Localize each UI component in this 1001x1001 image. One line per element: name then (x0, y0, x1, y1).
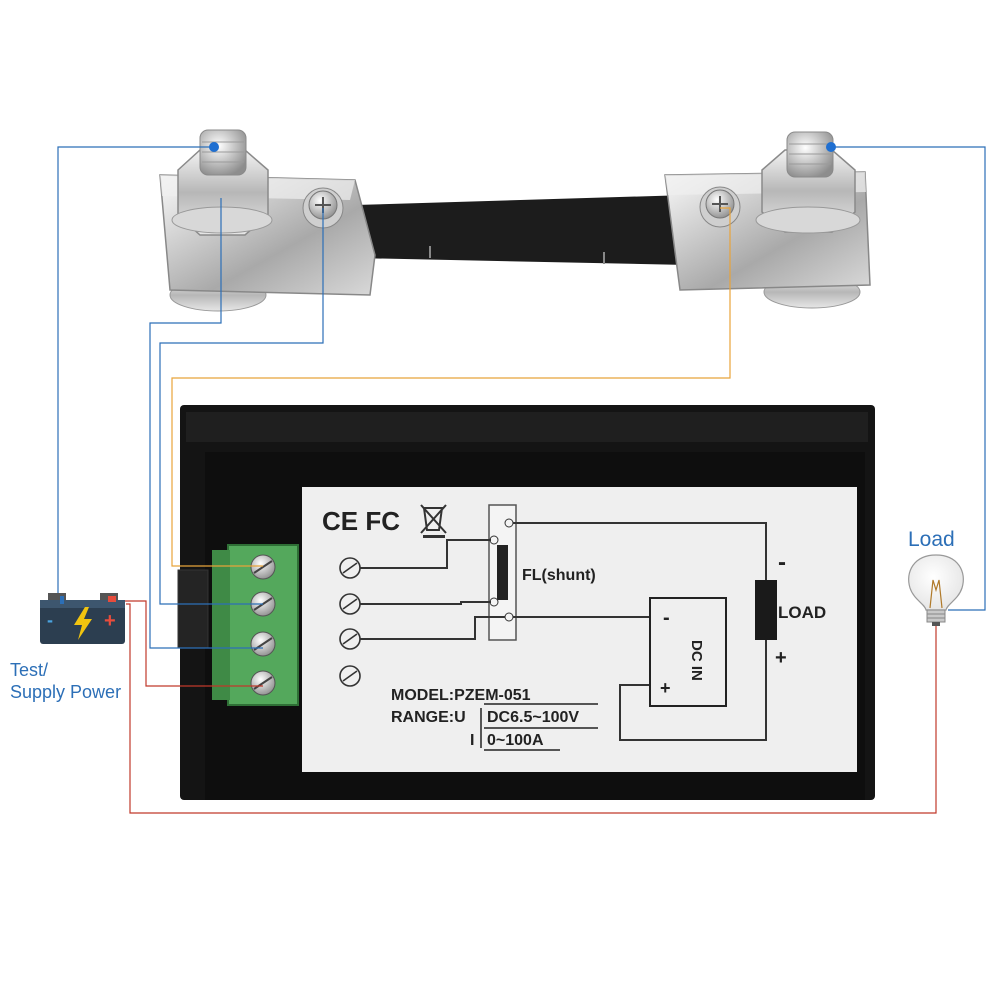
dc-in-minus-sign: - (663, 607, 670, 629)
power-label-line-1: Test/ (10, 660, 49, 680)
external-wires (57, 146, 986, 814)
range-current-prefix: I (470, 732, 474, 749)
meter-side-clip (177, 569, 209, 649)
wire-blue-bolt-to-load (831, 146, 986, 611)
dc-in-box (649, 597, 727, 707)
load-label: Load (908, 528, 955, 551)
load-resistor-symbol (755, 580, 777, 640)
shunt-right-bolt (755, 131, 861, 234)
shunt-resistor (159, 129, 871, 312)
model-text: MODEL:PZEM-051 (391, 687, 531, 704)
dc-in-plus-sign: + (660, 678, 671, 698)
terminal-block (212, 544, 299, 706)
load-plus-sign: + (775, 647, 787, 669)
wire-red-battery-to-load (126, 603, 937, 814)
svg-text:-: - (47, 610, 53, 630)
sticker-load-label: LOAD (778, 603, 826, 622)
wire-blue-shunt-to-terminal-3 (149, 198, 263, 649)
battery-icon: - + (40, 593, 125, 644)
terminal-screw-1 (250, 554, 276, 580)
schematic-wires (360, 522, 767, 741)
range-voltage-text: DC6.5~100V (487, 709, 579, 726)
shunt-resistor-band (355, 195, 688, 265)
wire-red-battery-to-terminal-4 (116, 600, 263, 687)
weee-bin-icon (420, 504, 447, 538)
range-prefix-text: RANGE:U (391, 709, 466, 726)
light-bulb-icon (908, 554, 964, 626)
svg-text:+: + (104, 610, 116, 632)
terminal-screw-3 (250, 631, 276, 657)
dc-in-label: DC IN (688, 640, 705, 681)
load-minus-sign: - (778, 549, 786, 576)
shunt-label: FL(shunt) (522, 567, 596, 584)
lightning-bolt-icon (74, 607, 92, 640)
connection-dot-right-bolt (826, 142, 836, 152)
sticker-schematic: CE FC FL(shunt) (322, 504, 826, 751)
power-label-line-2: Supply Power (10, 682, 122, 702)
connection-dot-left-bolt (209, 142, 219, 152)
wire-blue-bolt-to-battery (57, 146, 214, 598)
terminal-screw-4 (250, 670, 276, 696)
shunt-left-bolt (171, 129, 273, 236)
certification-marks: CE FC (322, 506, 400, 536)
wire-blue-sense-to-terminal-2 (159, 208, 324, 605)
shunt-right-sense-screw (699, 186, 741, 228)
range-current-text: 0~100A (487, 732, 544, 749)
shunt-symbol-resistor (497, 545, 508, 600)
power-label: Test/ Supply Power (10, 659, 121, 703)
wire-orange-sense-to-terminal-1 (171, 207, 731, 567)
